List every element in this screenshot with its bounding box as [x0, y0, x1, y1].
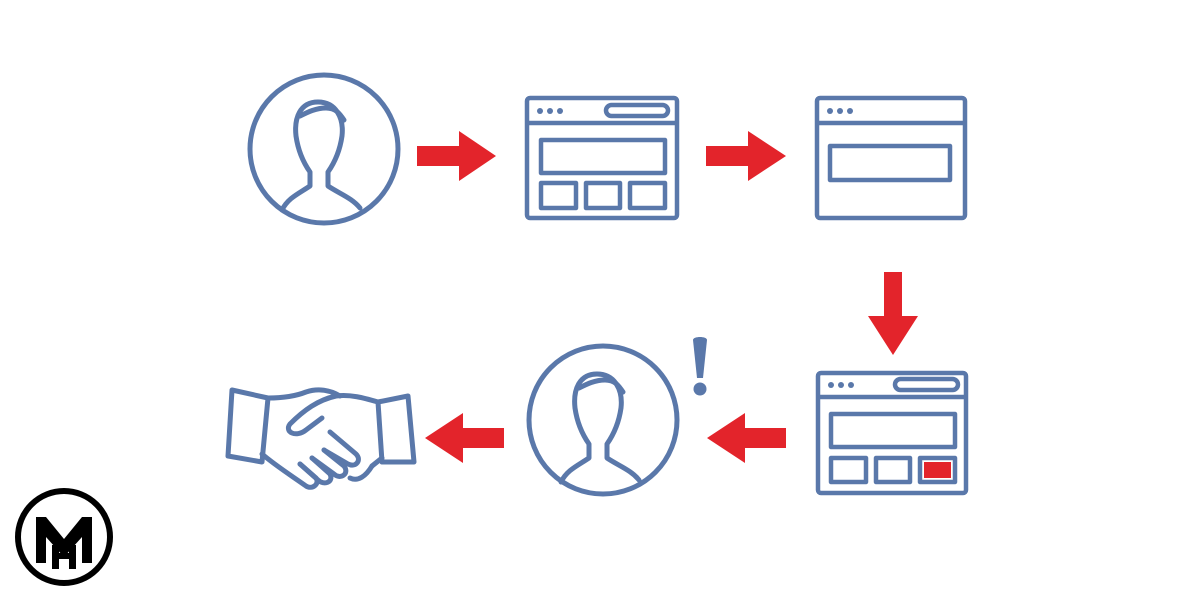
- browser-window-input-icon: [814, 95, 968, 221]
- arrow-right-1: [417, 131, 496, 181]
- exclamation-icon: [693, 337, 707, 396]
- window-dots-icon: [827, 108, 853, 114]
- handshake-icon: [225, 387, 417, 490]
- cta-button-highlight: [924, 462, 951, 478]
- browser-window-layout-icon: [524, 95, 680, 221]
- user-avatar-alert-icon: [526, 343, 680, 497]
- window-dots-icon: [537, 108, 563, 114]
- arrow-left-1: [707, 413, 786, 463]
- arrow-left-2: [425, 413, 504, 463]
- arrow-right-2: [706, 131, 786, 181]
- browser-window-cta-icon: [815, 370, 969, 496]
- arrow-down: [868, 272, 918, 355]
- user-avatar-icon: [247, 72, 401, 226]
- window-dots-icon: [828, 382, 854, 388]
- brand-logo-icon: [15, 488, 113, 586]
